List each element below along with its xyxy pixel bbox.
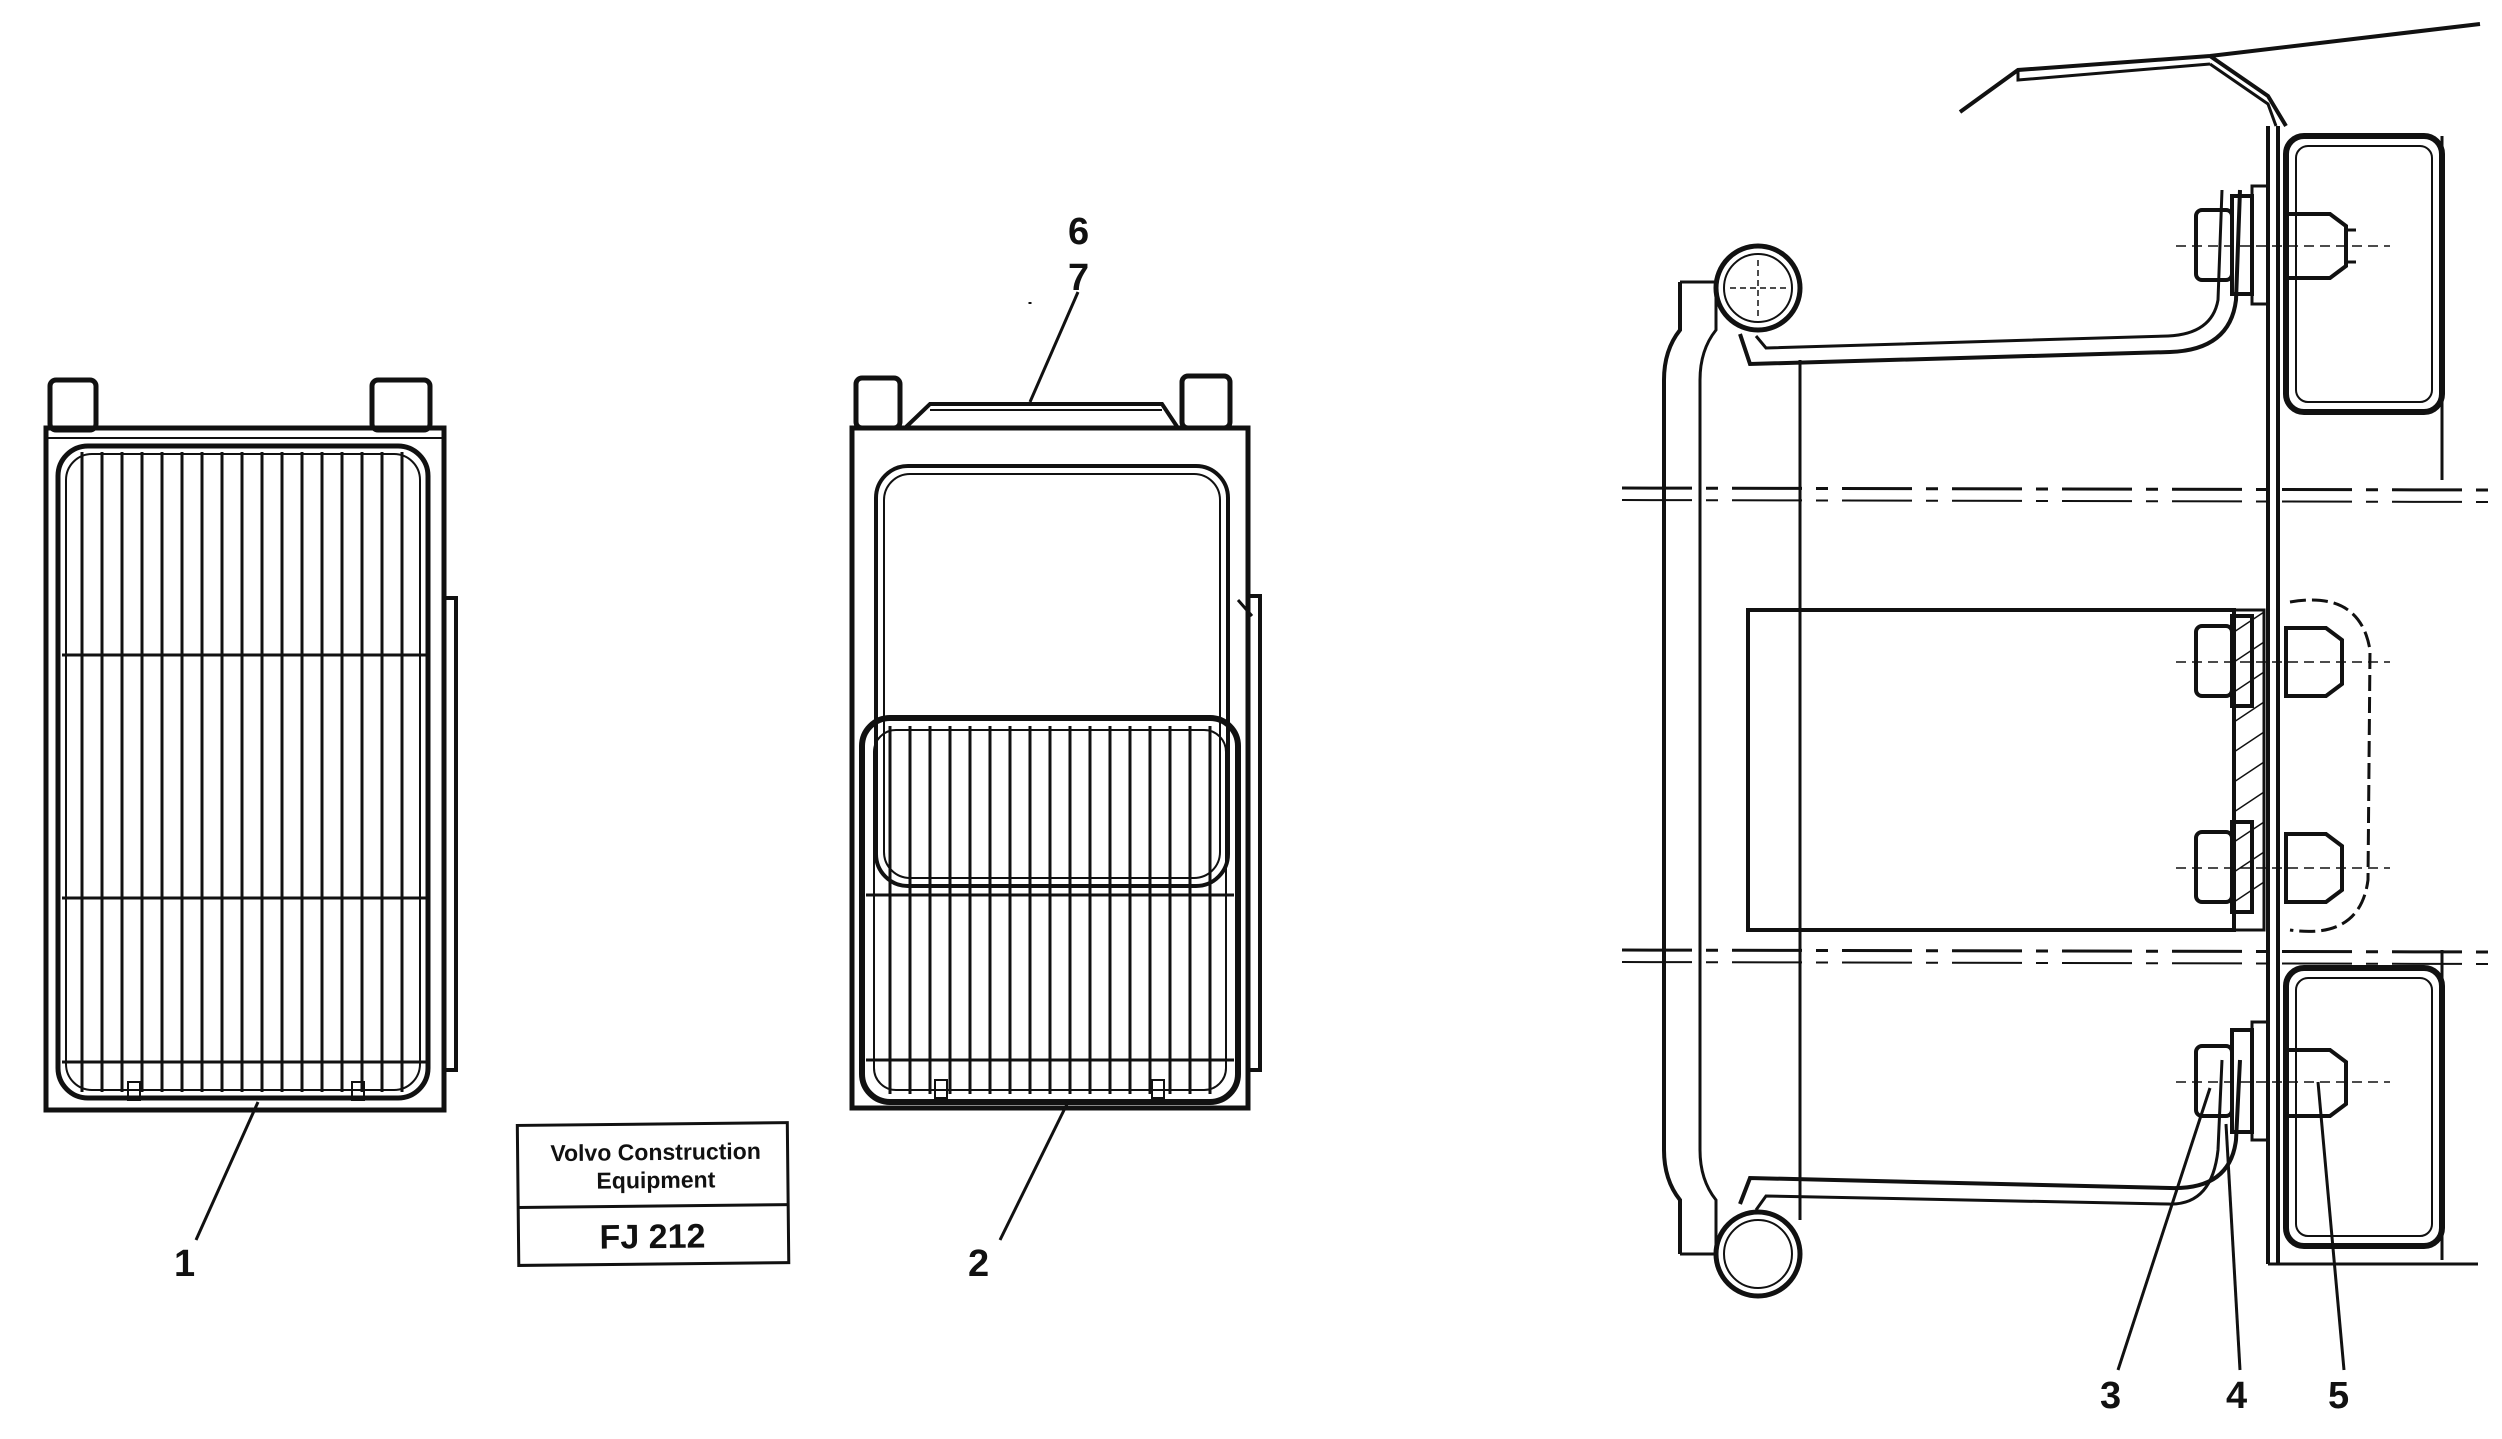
volvo-badge: Volvo Construction Equipment FJ 212 — [515, 1121, 791, 1267]
work-lamp-half-grille — [849, 373, 1262, 1111]
callout-1: 1 — [174, 1243, 195, 1285]
work-lamp-full-grille — [43, 377, 458, 1113]
badge-code: FJ 212 — [599, 1217, 705, 1256]
callout-3: 3 — [2100, 1375, 2121, 1417]
callout-7: 7 — [1068, 257, 1089, 299]
badge-line-2: Equipment — [596, 1166, 715, 1193]
bolt-middle-upper — [2176, 614, 2390, 708]
bolt-lower — [2176, 1020, 2390, 1142]
badge-line-1: Volvo Construction — [550, 1138, 761, 1166]
callout-4: 4 — [2226, 1375, 2247, 1417]
bolt-upper — [2176, 184, 2390, 306]
callout-5: 5 — [2328, 1375, 2349, 1417]
callout-2: 2 — [968, 1243, 989, 1285]
callout-6: 6 — [1068, 211, 1089, 253]
leader-lines — [194, 291, 2346, 1371]
mounting-assembly — [1621, 22, 2491, 1299]
bolt-middle-lower — [2176, 820, 2390, 914]
